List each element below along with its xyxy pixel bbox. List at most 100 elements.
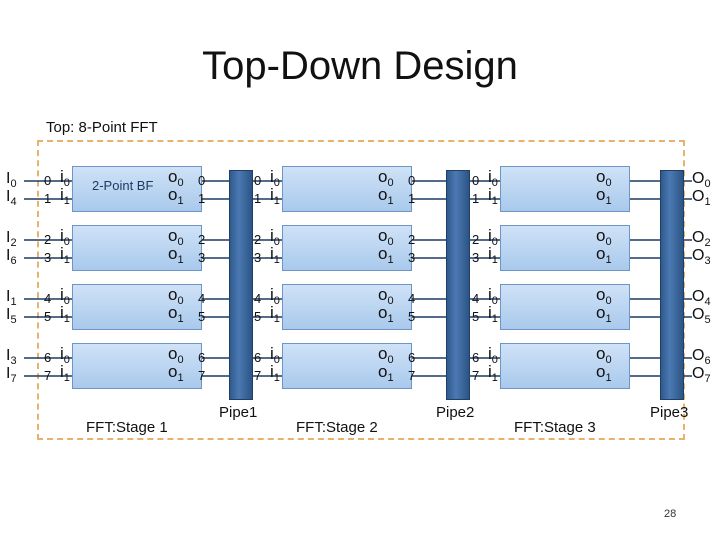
wire-number-in-s3-1: 1 [472, 191, 480, 206]
port-o1-s1-3: o1 [168, 362, 184, 385]
port-i0-s1-3: i0 [60, 344, 70, 367]
wire-number-in-s2-7: 7 [254, 368, 262, 383]
output-label-2: O2 [692, 229, 711, 250]
port-i0-s2-2: i0 [270, 285, 280, 308]
port-o0-s3-0: o0 [596, 167, 612, 190]
port-i1-s2-0: i1 [270, 185, 280, 208]
input-label-4: I1 [6, 288, 17, 309]
port-i1-s1-2: i1 [60, 303, 70, 326]
port-i0-s3-2: i0 [488, 285, 498, 308]
butterfly-block-s1-2 [72, 284, 202, 330]
wire-number-in-s2-0: 0 [254, 173, 262, 188]
port-o1-s3-3: o1 [596, 362, 612, 385]
wire-number-out-s2-1: 1 [408, 191, 416, 206]
wire-number-out-s2-5: 5 [408, 309, 416, 324]
port-i1-s3-0: i1 [488, 185, 498, 208]
port-o0-s2-1: o0 [378, 226, 394, 249]
input-label-7: I7 [6, 365, 17, 386]
wire-number-in-s1-4: 4 [44, 291, 52, 306]
wire-number-out-s2-4: 4 [408, 291, 416, 306]
butterfly-label: 2-Point BF [92, 178, 154, 193]
butterfly-block-s3-0 [500, 166, 630, 212]
wire-number-in-s1-5: 5 [44, 309, 52, 324]
input-label-1: I4 [6, 188, 17, 209]
stage-label-1: FFT:Stage 1 [86, 419, 168, 436]
stage-label-2: FFT:Stage 2 [296, 419, 378, 436]
port-o1-s1-1: o1 [168, 244, 184, 267]
butterfly-block-s1-3 [72, 343, 202, 389]
wire-number-out-s1-2: 2 [198, 232, 206, 247]
output-label-4: O4 [692, 288, 711, 309]
wire-number-in-s2-1: 1 [254, 191, 262, 206]
port-i0-s3-0: i0 [488, 167, 498, 190]
port-o0-s1-1: o0 [168, 226, 184, 249]
port-o0-s1-3: o0 [168, 344, 184, 367]
port-i0-s1-1: i0 [60, 226, 70, 249]
input-label-6: I3 [6, 347, 17, 368]
page-number: 28 [664, 508, 677, 520]
wire-number-in-s2-6: 6 [254, 350, 262, 365]
wire-number-out-s2-6: 6 [408, 350, 416, 365]
output-label-3: O3 [692, 247, 711, 268]
butterfly-block-s2-1 [282, 225, 412, 271]
wire-number-out-s1-5: 5 [198, 309, 206, 324]
wire-number-in-s3-3: 3 [472, 250, 480, 265]
port-o1-s3-2: o1 [596, 303, 612, 326]
wire-number-out-s2-7: 7 [408, 368, 416, 383]
wire-number-out-s1-1: 1 [198, 191, 206, 206]
wire-number-in-s3-6: 6 [472, 350, 480, 365]
wire-number-in-s1-7: 7 [44, 368, 52, 383]
port-o0-s2-0: o0 [378, 167, 394, 190]
port-i0-s1-0: i0 [60, 167, 70, 190]
port-o0-s2-3: o0 [378, 344, 394, 367]
port-i0-s2-3: i0 [270, 344, 280, 367]
butterfly-block-s1-1 [72, 225, 202, 271]
wire-number-in-s1-1: 1 [44, 191, 52, 206]
slide-title: Top-Down Design [202, 44, 518, 88]
output-label-5: O5 [692, 306, 711, 327]
wire-number-in-s3-2: 2 [472, 232, 480, 247]
pipe-label-2: Pipe2 [436, 404, 475, 421]
port-o1-s2-3: o1 [378, 362, 394, 385]
input-label-3: I6 [6, 247, 17, 268]
wire-number-in-s3-7: 7 [472, 368, 480, 383]
butterfly-block-s2-0 [282, 166, 412, 212]
butterfly-block-s1-0 [72, 166, 202, 212]
wire-number-out-s1-0: 0 [198, 173, 206, 188]
port-i0-s2-0: i0 [270, 167, 280, 190]
wire-number-in-s2-3: 3 [254, 250, 262, 265]
port-o1-s1-2: o1 [168, 303, 184, 326]
wire-number-in-s1-0: 0 [44, 173, 52, 188]
port-i1-s3-2: i1 [488, 303, 498, 326]
wire-number-in-s1-2: 2 [44, 232, 52, 247]
port-i1-s3-1: i1 [488, 244, 498, 267]
port-o1-s3-1: o1 [596, 244, 612, 267]
port-o1-s2-2: o1 [378, 303, 394, 326]
butterfly-block-s2-2 [282, 284, 412, 330]
fft-dashed-container [37, 140, 685, 440]
port-i0-s3-3: i0 [488, 344, 498, 367]
butterfly-block-s3-3 [500, 343, 630, 389]
stage-label-3: FFT:Stage 3 [514, 419, 596, 436]
pipe-label-3: Pipe3 [650, 404, 689, 421]
wire-number-in-s2-4: 4 [254, 291, 262, 306]
wire-number-out-s1-7: 7 [198, 368, 206, 383]
port-i1-s1-0: i1 [60, 185, 70, 208]
port-o0-s3-1: o0 [596, 226, 612, 249]
wire-number-in-s3-0: 0 [472, 173, 480, 188]
port-o0-s1-0: o0 [168, 167, 184, 190]
port-o0-s2-2: o0 [378, 285, 394, 308]
input-label-2: I2 [6, 229, 17, 250]
port-i1-s2-1: i1 [270, 244, 280, 267]
port-o1-s2-1: o1 [378, 244, 394, 267]
output-label-1: O1 [692, 188, 711, 209]
port-i1-s2-3: i1 [270, 362, 280, 385]
output-label-6: O6 [692, 347, 711, 368]
butterfly-block-s3-2 [500, 284, 630, 330]
wire-number-out-s1-3: 3 [198, 250, 206, 265]
wire-number-out-s1-4: 4 [198, 291, 206, 306]
port-o1-s1-0: o1 [168, 185, 184, 208]
port-o0-s3-3: o0 [596, 344, 612, 367]
wire-number-in-s1-6: 6 [44, 350, 52, 365]
